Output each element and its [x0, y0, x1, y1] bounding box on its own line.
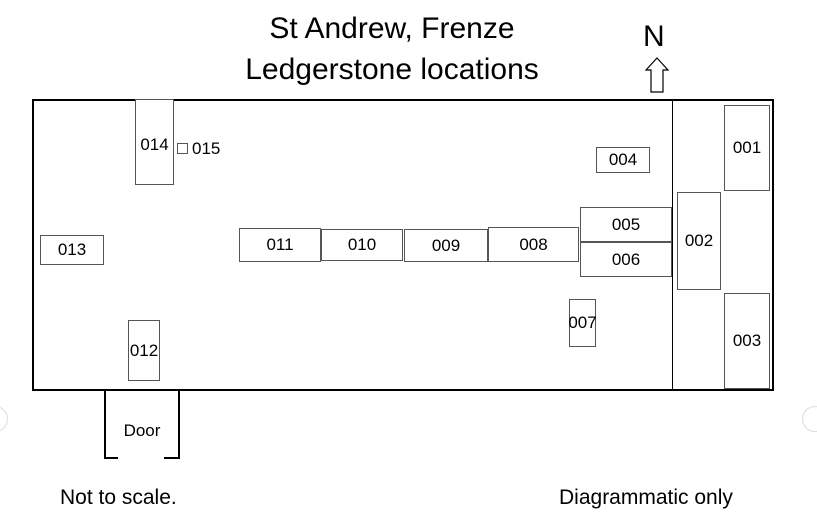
ledgerstone-001[interactable]: 001 [724, 105, 770, 191]
not-to-scale-note: Not to scale. [60, 486, 177, 509]
ledgerstone-013[interactable]: 013 [40, 235, 104, 265]
stone-label: 009 [431, 235, 461, 255]
north-arrow-icon [645, 57, 669, 93]
stone-label: 004 [608, 150, 638, 169]
ledgerstone-015-label: 015 [192, 139, 221, 158]
stone-label: 011 [266, 235, 294, 254]
ledgerstone-010[interactable]: 010 [321, 229, 403, 261]
prev-nav-circle[interactable] [0, 406, 8, 432]
ledgerstone-014[interactable]: 014 [135, 99, 174, 185]
door-label: Door [123, 421, 161, 440]
ledgerstone-007[interactable]: 007 [568, 299, 597, 347]
ledgerstone-005[interactable]: 005 [580, 207, 672, 242]
ledgerstone-002[interactable]: 002 [677, 192, 721, 290]
ledgerstone-008[interactable]: 008 [488, 227, 579, 262]
church-outline [32, 99, 774, 391]
door-opening [118, 455, 164, 463]
chancel-divider-wall [672, 99, 673, 391]
stone-label: 002 [684, 231, 714, 250]
stone-label: 010 [347, 235, 377, 254]
ledgerstone-009[interactable]: 009 [404, 229, 488, 262]
stone-label: 013 [57, 240, 87, 259]
ledgerstone-006[interactable]: 006 [580, 242, 672, 277]
ledgerstone-003[interactable]: 003 [724, 293, 770, 389]
stone-label: 001 [732, 138, 762, 157]
stone-label: 014 [140, 135, 169, 154]
stone-label: 007 [568, 313, 597, 332]
stone-label: 003 [732, 331, 762, 350]
diagram-subtitle: Ledgerstone locations [245, 53, 539, 86]
stone-label: 005 [611, 214, 641, 234]
stone-label: 012 [129, 340, 159, 360]
ledgerstone-011[interactable]: 011 [239, 228, 321, 262]
diagram-title: St Andrew, Frenze [269, 12, 515, 45]
stone-label: 006 [611, 249, 641, 269]
ledgerstone-012[interactable]: 012 [128, 320, 160, 381]
north-label: N [643, 20, 665, 53]
ledgerstone-004[interactable]: 004 [596, 147, 650, 173]
next-nav-circle[interactable] [802, 406, 817, 432]
diagrammatic-note: Diagrammatic only [559, 486, 733, 509]
stone-label: 008 [519, 234, 548, 254]
ledgerstone-015-marker[interactable] [177, 143, 188, 154]
